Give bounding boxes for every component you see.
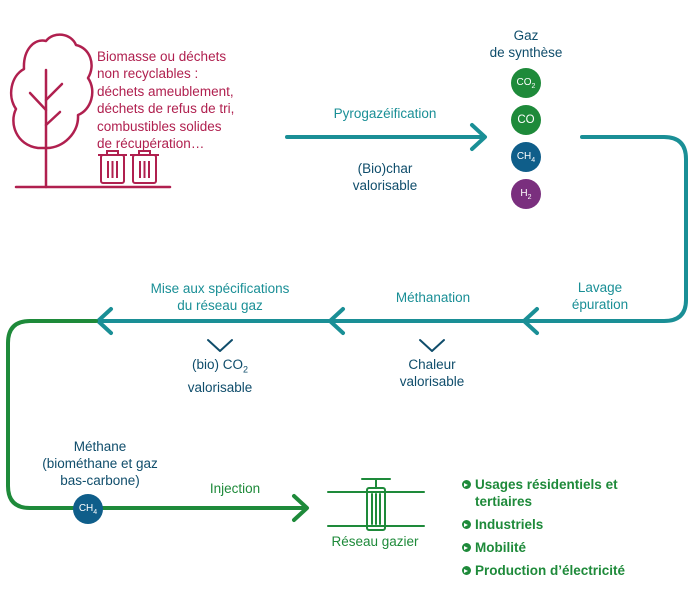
lavage-line1: Lavage [577, 280, 623, 295]
methane-line2: (biométhane et gaz [42, 456, 158, 471]
specifications-line1: Mise aux spécifications [150, 281, 290, 296]
input-line: déchets de refus de tri, [97, 101, 235, 117]
step-injection-label: Injection [209, 481, 261, 496]
use-item-label: Usages résidentiels et tertiaires [475, 477, 618, 509]
play-bullet-icon [462, 566, 471, 575]
co2-byproduct: (bio) CO2 valorisable [170, 356, 270, 396]
component-subscript: 2 [527, 194, 532, 201]
biochar-byproduct: (Bio)char valorisable [330, 160, 440, 194]
step-pyrogazeification-label: Pyrogazéification [333, 106, 437, 121]
gas-valve-icon [327, 478, 425, 531]
component-subscript: 2 [531, 83, 536, 90]
step-lavage-label: Lavage épuration [560, 279, 640, 313]
gas-network-label: Réseau gazier [331, 534, 419, 549]
flow-line-green [6, 319, 309, 522]
component-formula: CH [516, 151, 532, 162]
lavage-line2: épuration [571, 297, 629, 312]
methane-line1: Méthane [73, 439, 127, 454]
co2-prefix: (bio) CO [191, 357, 243, 372]
arrow-pyrogazeification [285, 123, 487, 151]
syngas-title-line2: de synthèse [489, 45, 563, 60]
trash-bin-icon [130, 150, 159, 184]
step-specifications-label: Mise aux spécifications du réseau gaz [130, 280, 310, 314]
methane-line3: bas-carbone) [60, 473, 140, 488]
biochar-line1: (Bio)char [357, 161, 413, 176]
component-subscript: 4 [531, 157, 536, 164]
arrowhead-lavage [522, 307, 539, 335]
flow-line-teal [96, 135, 688, 323]
syngas-component-co: CO [511, 105, 541, 135]
heat-line2: valorisable [399, 374, 465, 389]
methane-ch4-chip: CH4 [73, 494, 103, 524]
play-bullet-icon [462, 480, 471, 489]
arrowhead-methanation [328, 307, 345, 335]
uses-list: Usages résidentiels et tertiaires Indust… [462, 476, 650, 579]
heat-byproduct: Chaleur valorisable [380, 356, 484, 390]
tree-icon [9, 33, 172, 189]
step-methanation-label: Méthanation [395, 290, 471, 305]
use-item-industrial: Industriels [462, 516, 650, 533]
input-description: Biomasse ou déchets non recyclables : dé… [97, 48, 234, 152]
co2-line2: valorisable [187, 379, 253, 395]
component-formula: CO [516, 77, 532, 88]
methane-subscript: 4 [93, 509, 98, 516]
methane-label: Méthane (biométhane et gaz bas-carbone) [20, 438, 180, 489]
component-formula: CO [517, 114, 535, 126]
trash-bin-icon [98, 150, 127, 184]
heat-line1: Chaleur [408, 357, 456, 372]
specifications-line2: du réseau gaz [177, 298, 263, 313]
input-line: déchets ameublement, [97, 83, 234, 99]
co2-subscript: 2 [243, 364, 249, 375]
syngas-component-co2: CO2 [511, 68, 541, 98]
input-line: Biomasse ou déchets [97, 49, 227, 64]
syngas-component-h2: H2 [511, 179, 541, 209]
input-line: combustibles solides [97, 118, 222, 134]
use-item-residential: Usages résidentiels et tertiaires [462, 476, 650, 510]
syngas-component-ch4: CH4 [511, 142, 541, 172]
input-line: non recyclables : [97, 66, 199, 82]
play-bullet-icon [462, 520, 471, 529]
co2-line1: (bio) CO2 [170, 356, 270, 379]
use-item-electricity: Production d’électricité [462, 562, 650, 579]
use-item-label: Mobilité [475, 540, 526, 555]
use-item-label: Industriels [475, 517, 544, 532]
chevron-down-icon [419, 339, 445, 352]
chevron-down-icon [207, 339, 233, 352]
syngas-title-line1: Gaz [513, 28, 539, 43]
play-bullet-icon [462, 543, 471, 552]
use-item-mobility: Mobilité [462, 539, 650, 556]
use-item-label: Production d’électricité [475, 563, 626, 578]
biochar-line2: valorisable [352, 178, 418, 193]
input-line: de récupération… [97, 136, 205, 152]
syngas-title: Gaz de synthèse [476, 27, 576, 61]
methane-formula: CH [78, 503, 94, 514]
component-formula: H [520, 188, 528, 199]
